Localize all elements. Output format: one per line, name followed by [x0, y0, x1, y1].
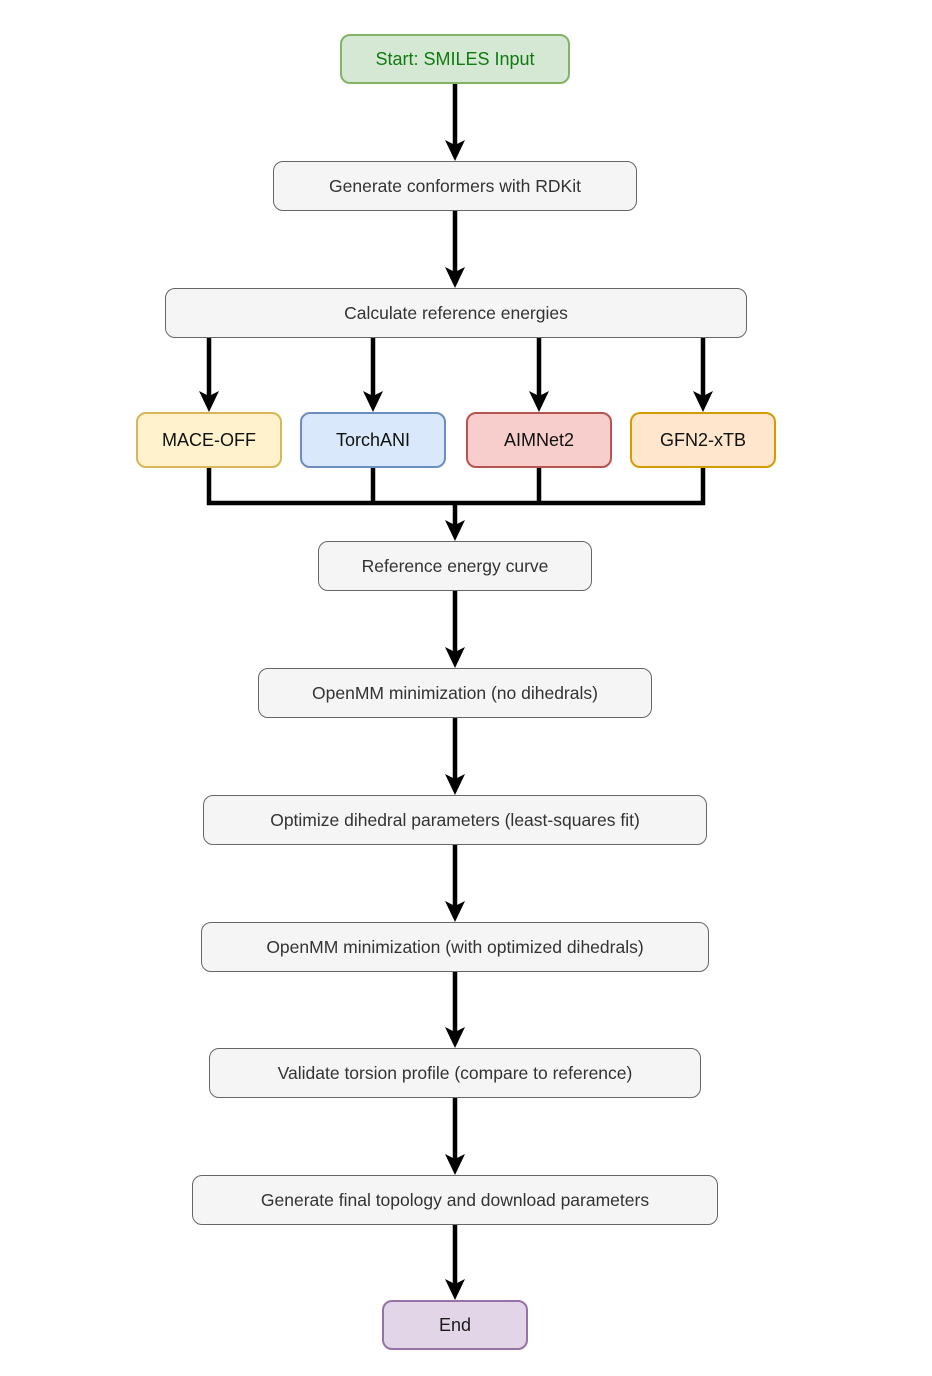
node-aimnet2: AIMNet2 [466, 412, 612, 468]
node-gfn2-xtb-label: GFN2-xTB [659, 429, 746, 450]
arrow-validate-to-topology [445, 1098, 465, 1175]
node-openmm-optimized: OpenMM minimization (with optimized dihe… [201, 922, 709, 972]
node-generate-topology-label: Generate final topology and download par… [260, 1189, 650, 1210]
arrow-calc-to-torchani [363, 338, 383, 412]
arrow-reference-curve-to-openmm [445, 591, 465, 668]
node-end-label: End [438, 1314, 472, 1335]
arrow-start-to-generate [445, 84, 465, 161]
arrow-calc-to-gfn2-xtb [693, 338, 713, 412]
arrow-calc-to-mace-off [199, 338, 219, 412]
node-optimize-dihedrals-label: Optimize dihedral parameters (least-squa… [270, 809, 640, 830]
node-end: End [382, 1300, 528, 1350]
node-generate-topology: Generate final topology and download par… [192, 1175, 718, 1225]
node-start-label: Start: SMILES Input [375, 48, 535, 69]
node-torchani: TorchANI [300, 412, 446, 468]
node-generate-conformers: Generate conformers with RDKit [273, 161, 637, 211]
node-optimize-dihedrals: Optimize dihedral parameters (least-squa… [203, 795, 707, 845]
connector-methods-merge [206, 468, 706, 506]
node-mace-off: MACE-OFF [136, 412, 282, 468]
node-start: Start: SMILES Input [340, 34, 570, 84]
node-reference-curve-label: Reference energy curve [361, 555, 549, 576]
arrow-generate-to-calc [445, 211, 465, 288]
node-openmm-no-dihedrals: OpenMM minimization (no dihedrals) [258, 668, 652, 718]
arrow-openmm-to-optimize [445, 718, 465, 795]
node-reference-curve: Reference energy curve [318, 541, 592, 591]
node-openmm-optimized-label: OpenMM minimization (with optimized dihe… [266, 936, 644, 957]
node-openmm-no-dihedrals-label: OpenMM minimization (no dihedrals) [312, 682, 598, 703]
arrow-optimize-to-openmm-optimized [445, 845, 465, 922]
node-validate-torsion: Validate torsion profile (compare to ref… [209, 1048, 701, 1098]
node-gfn2-xtb: GFN2-xTB [630, 412, 776, 468]
node-aimnet2-label: AIMNet2 [503, 429, 575, 450]
node-generate-conformers-label: Generate conformers with RDKit [329, 175, 581, 196]
arrow-calc-to-aimnet2 [529, 338, 549, 412]
node-calc-reference-label: Calculate reference energies [344, 302, 568, 323]
arrow-merge-to-reference-curve [445, 503, 465, 541]
arrow-openmm-optimized-to-validate [445, 972, 465, 1048]
arrow-topology-to-end [445, 1225, 465, 1300]
node-validate-torsion-label: Validate torsion profile (compare to ref… [277, 1062, 633, 1083]
node-mace-off-label: MACE-OFF [162, 429, 256, 450]
node-torchani-label: TorchANI [335, 429, 411, 450]
node-calc-reference: Calculate reference energies [165, 288, 747, 338]
